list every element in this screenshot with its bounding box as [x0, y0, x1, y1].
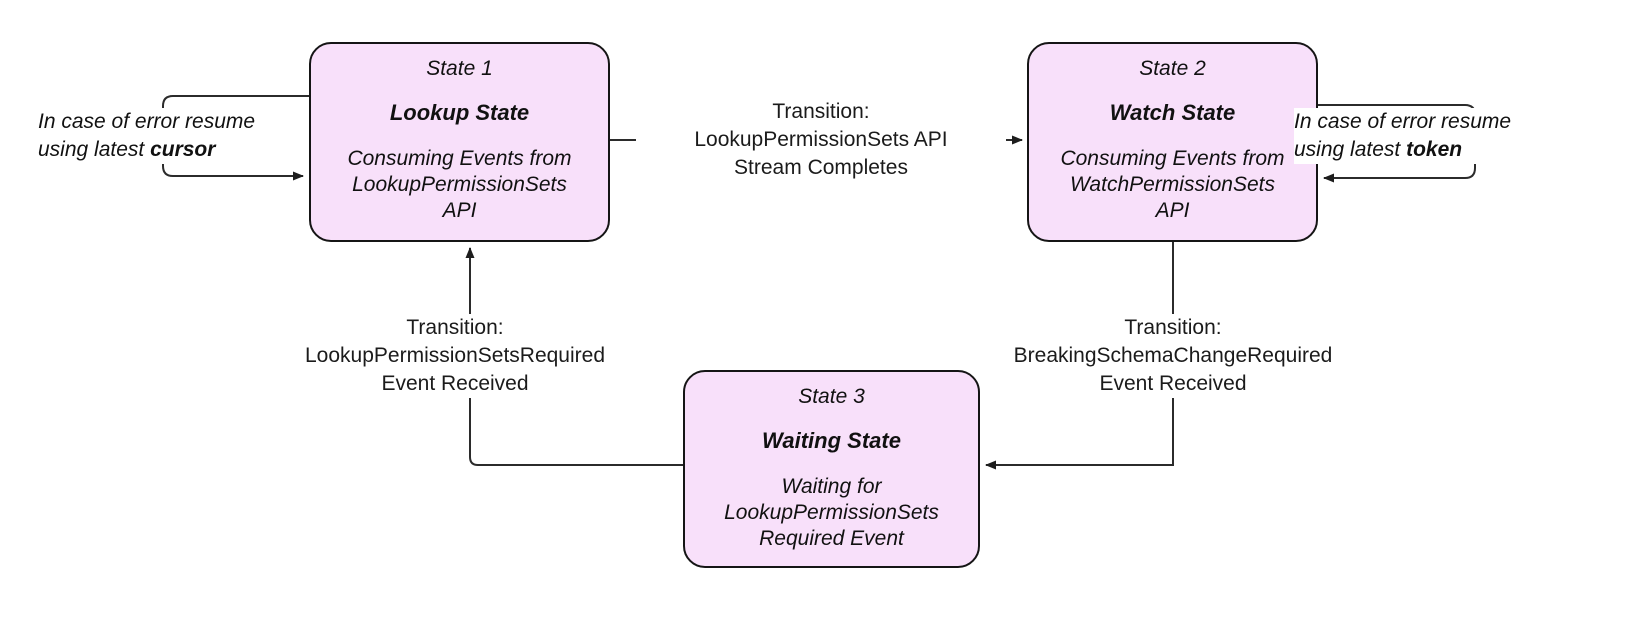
- self-loop-text-emphasis: token: [1406, 138, 1463, 161]
- state-description: Waiting for LookupPermissionSets Require…: [724, 475, 939, 550]
- connector-waiting-to-lookup: [465, 247, 683, 466]
- state-node-watch[interactable]: State 2 Watch State Consuming Events fro…: [1027, 42, 1318, 242]
- state-node-waiting[interactable]: State 3 Waiting State Waiting for Lookup…: [683, 370, 980, 568]
- state-description: Consuming Events from WatchPermissionSet…: [1060, 147, 1285, 222]
- transition-label-watch-to-waiting: Transition: BreakingSchemaChangeRequired…: [995, 314, 1351, 398]
- self-loop-text-prefix: In case of error resume using latest: [1294, 110, 1512, 161]
- state-node-lookup[interactable]: State 1 Lookup State Consuming Events fr…: [309, 42, 610, 242]
- state-index-label: State 3: [798, 385, 865, 408]
- state-index-label: State 1: [426, 57, 493, 80]
- state-description: Consuming Events from LookupPermissionSe…: [347, 147, 572, 222]
- self-loop-text-emphasis: cursor: [150, 138, 216, 161]
- state-name-label: Lookup State: [389, 100, 530, 125]
- transition-label-waiting-to-lookup: Transition: LookupPermissionSetsRequired…: [284, 314, 626, 398]
- self-loop-text-prefix: In case of error resume using latest: [38, 110, 256, 161]
- self-loop-label-lookup: In case of error resume using latest cur…: [38, 108, 288, 164]
- transition-label-lookup-to-watch: Transition: LookupPermissionSets API Str…: [636, 98, 1006, 182]
- self-loop-label-watch: In case of error resume using latest tok…: [1294, 108, 1544, 164]
- state-name-label: Waiting State: [762, 428, 901, 453]
- state-index-label: State 2: [1139, 57, 1206, 80]
- state-name-label: Watch State: [1109, 100, 1236, 125]
